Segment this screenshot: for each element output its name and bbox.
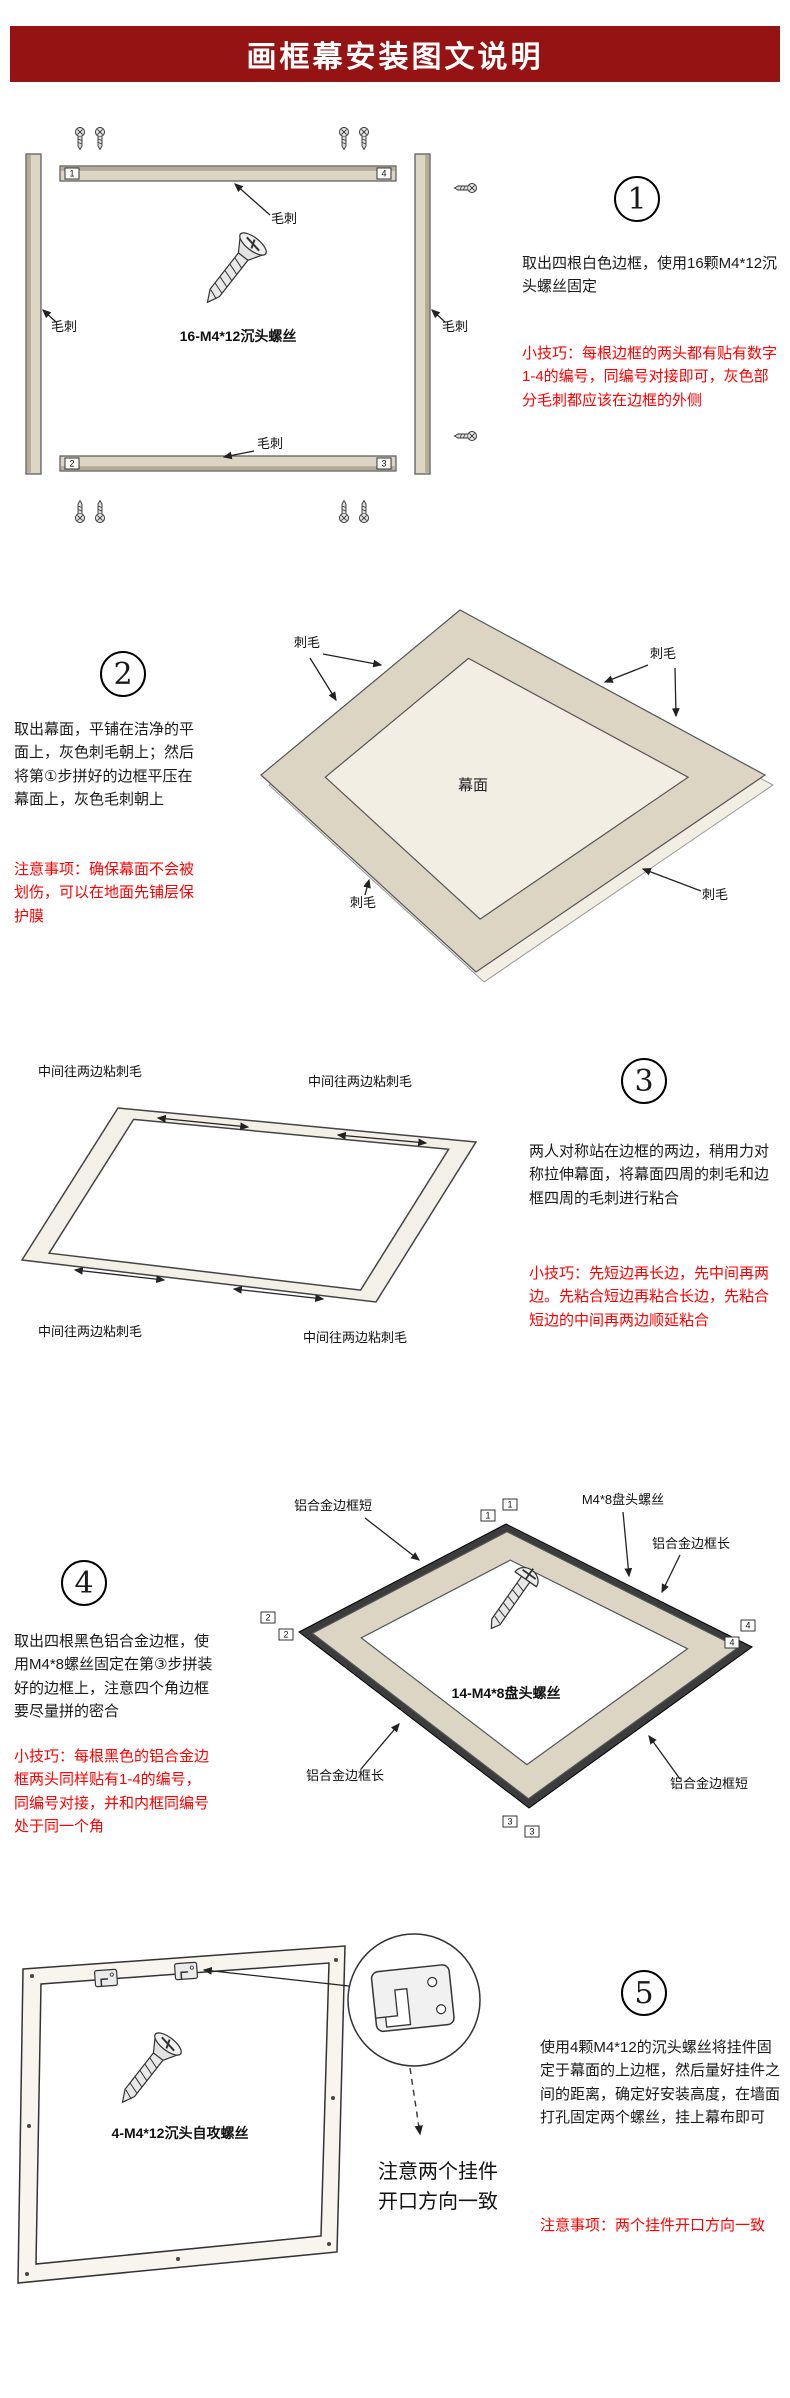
pile-label-tr: 刺毛	[650, 646, 676, 661]
small-screw-label: M4*8盘头螺丝	[582, 1492, 664, 1507]
step1-number-badge: 1	[614, 176, 660, 222]
step2-note-text: 注意事项：确保幕面不会被划伤，可以在地面先铺层保护膜	[14, 861, 195, 925]
screen-label: 幕面	[458, 777, 488, 794]
burr-label-left: 毛刺	[51, 319, 77, 334]
burr-label-top: 毛刺	[271, 211, 297, 226]
frame-on-screen	[260, 609, 767, 973]
step4-body-text: 取出四根黑色铝合金边框，使用M4*8螺丝固定在第③步拼装好的边框上，注意四个角边…	[14, 1633, 213, 1720]
glue-label-bl: 中间往两边粘刺毛	[38, 1324, 142, 1339]
page-title: 画框幕安装图文说明	[10, 26, 780, 82]
corner-tag-left: 2	[265, 1613, 270, 1623]
pile-label-tl: 刺毛	[294, 635, 320, 650]
alu-long-label-bl: 铝合金边框长	[306, 1768, 384, 1783]
frame-right-bar	[414, 153, 431, 475]
pile-label-br: 刺毛	[702, 887, 728, 902]
glue-label-tl: 中间往两边粘刺毛	[38, 1064, 142, 1079]
corner-tag-box	[64, 167, 80, 180]
corner-tag-top: 1	[485, 1511, 490, 1521]
step5-body-text: 使用4颗M4*12的沉头螺丝将挂件固定于幕面的上边框，然后量好挂件之间的距离，确…	[540, 2039, 781, 2126]
hanger-detail-icon	[370, 1964, 455, 2033]
corner-tag-4: 4	[381, 169, 386, 179]
step1-body-text: 取出四根白色边框，使用16颗M4*12沉头螺丝固定	[522, 255, 778, 296]
frame-top-bar	[59, 165, 397, 182]
corner-tag-right: 4	[745, 1621, 750, 1631]
step4-diagram: 1 1 2 2 3 3 4 4 14-M4*8盘头螺丝 铝合金边框短 M4*8盘…	[260, 1492, 756, 1838]
corner-tag-bottom: 3	[507, 1817, 512, 1827]
frame-bottom-bar	[59, 455, 397, 472]
glue-label-tr: 中间往两边粘刺毛	[308, 1074, 412, 1089]
corner-tag-box	[376, 457, 392, 470]
alu-short-label-br: 铝合金边框短	[670, 1776, 748, 1791]
glue-label-br: 中间往两边粘刺毛	[303, 1330, 407, 1345]
countersunk-screw-icon	[206, 232, 267, 304]
burr-label-bottom: 毛刺	[257, 436, 283, 451]
frame-left-bar	[25, 153, 42, 475]
step4-number-badge: 4	[61, 1560, 107, 1606]
hanger-note-line2: 开口方向一致	[378, 2189, 498, 2213]
corner-tag-right: 4	[729, 1638, 734, 1648]
hanger-icon	[94, 1968, 118, 1988]
corner-tag-2: 2	[69, 459, 74, 469]
step3-body-text: 两人对称站在边框的两边，稍用力对称拉伸幕面，将幕面四周的刺毛和边框四周的毛刺进行…	[529, 1143, 770, 1207]
screw-spec-label: 4-M4*12沉头自攻螺丝	[112, 2125, 249, 2141]
step3-number-badge: 3	[621, 1058, 667, 1104]
step2-body-text: 取出幕面，平铺在洁净的平面上，灰色刺毛朝上；然后将第①步拼好的边框平压在幕面上，…	[14, 721, 195, 808]
corner-tag-box	[64, 457, 80, 470]
corner-tag-left: 2	[283, 1630, 288, 1640]
step1-diagram: 1 4 2 3 16-M4*12沉头螺丝 毛刺 毛刺 毛刺	[25, 127, 477, 523]
pile-label-bl: 刺毛	[350, 895, 376, 910]
screw-spec-label: 16-M4*12沉头螺丝	[180, 328, 297, 344]
corner-tag-box	[376, 167, 392, 180]
hanger-note-line1: 注意两个挂件	[378, 2159, 498, 2183]
step5-diagram: 4-M4*12沉头自攻螺丝 注意两个挂件 开口方向一致	[17, 1933, 498, 2284]
step2-diagram: 幕面 刺毛 刺毛 刺毛 刺毛	[260, 609, 774, 983]
hanger-icon	[174, 1961, 198, 1981]
step3-diagram: 中间往两边粘刺毛 中间往两边粘刺毛 中间往两边粘刺毛 中间往两边粘刺毛	[20, 1064, 478, 1345]
corner-tag-top: 1	[507, 1500, 512, 1510]
big-screw-label: 14-M4*8盘头螺丝	[452, 1685, 561, 1701]
frame-hole	[360, 1559, 689, 1766]
corner-tag-3: 3	[381, 459, 386, 469]
step3-tip-text: 小技巧：先短边再长边，先中间再两边。先粘合短边再粘合长边，先粘合短边的中间再两边…	[529, 1265, 770, 1329]
corner-tag-1: 1	[69, 169, 74, 179]
step5-number-badge: 5	[621, 1970, 667, 2016]
alu-short-label-tl: 铝合金边框短	[294, 1498, 372, 1513]
step1-tip-text: 小技巧：每根边框的两头都有贴有数字1-4的编号，同编号对接即可，灰色部分毛刺都应…	[522, 345, 778, 409]
step5-note-text: 注意事项：两个挂件开口方向一致	[540, 2217, 766, 2234]
burr-label-right: 毛刺	[442, 319, 468, 334]
alu-long-label-tr: 铝合金边框长	[652, 1536, 730, 1551]
corner-tag-bottom: 3	[529, 1827, 534, 1837]
countersunk-screw-icon	[121, 2032, 182, 2104]
step2-number-badge: 2	[100, 651, 146, 697]
step4-tip-text: 小技巧：每根黑色的铝合金边框两头同样贴有1-4的编号，同编号对接，并和内框同编号…	[14, 1748, 210, 1835]
pan-head-screw-icon	[490, 1566, 539, 1630]
frame-back	[17, 1945, 346, 2284]
screw-dots	[25, 1958, 338, 2276]
stretched-frame	[20, 1107, 478, 1303]
